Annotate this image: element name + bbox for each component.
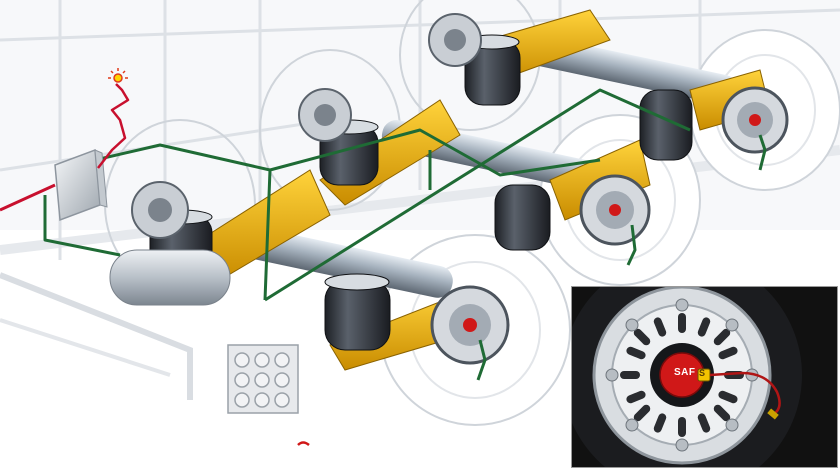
- air-line-middle: [269, 128, 601, 177]
- rim-slots: [620, 313, 744, 437]
- air-lines: [43, 88, 767, 381]
- warning-spark-icon: [108, 68, 128, 83]
- wheel-closeup: [572, 287, 837, 467]
- hub-front-left: [131, 181, 189, 239]
- air-spring-middle-right: [494, 184, 551, 251]
- hub-badge-label: S: [699, 368, 706, 378]
- pressure-hose: [709, 371, 781, 417]
- air-spring-front-right: [324, 279, 391, 351]
- hub-middle-left: [298, 88, 352, 142]
- air-line-rear-right-hub: [758, 134, 767, 171]
- air-line-front-right-hub: [476, 339, 487, 381]
- air-spring-rear-right: [639, 89, 693, 161]
- control-box-icon: [54, 148, 108, 222]
- air-line-middle-right-hub: [626, 224, 637, 266]
- air-line-tank-feed: [43, 195, 121, 257]
- hub-rear-left: [428, 13, 482, 67]
- hub-rear-right: [721, 86, 789, 154]
- air-line-control-to-front: [94, 143, 272, 301]
- rear-lamp-cluster: [227, 344, 299, 414]
- wheel-hub-inset: SAF S: [571, 286, 838, 468]
- electric-line: [0, 83, 130, 212]
- valve-connector: [767, 408, 779, 420]
- air-tank: [109, 249, 231, 306]
- air-line-main-diagonal: [264, 88, 691, 302]
- hub-brand-label: SAF: [674, 367, 696, 378]
- red-mark: [297, 441, 310, 446]
- hub-front-right: [430, 285, 510, 365]
- hub-middle-right: [579, 174, 651, 246]
